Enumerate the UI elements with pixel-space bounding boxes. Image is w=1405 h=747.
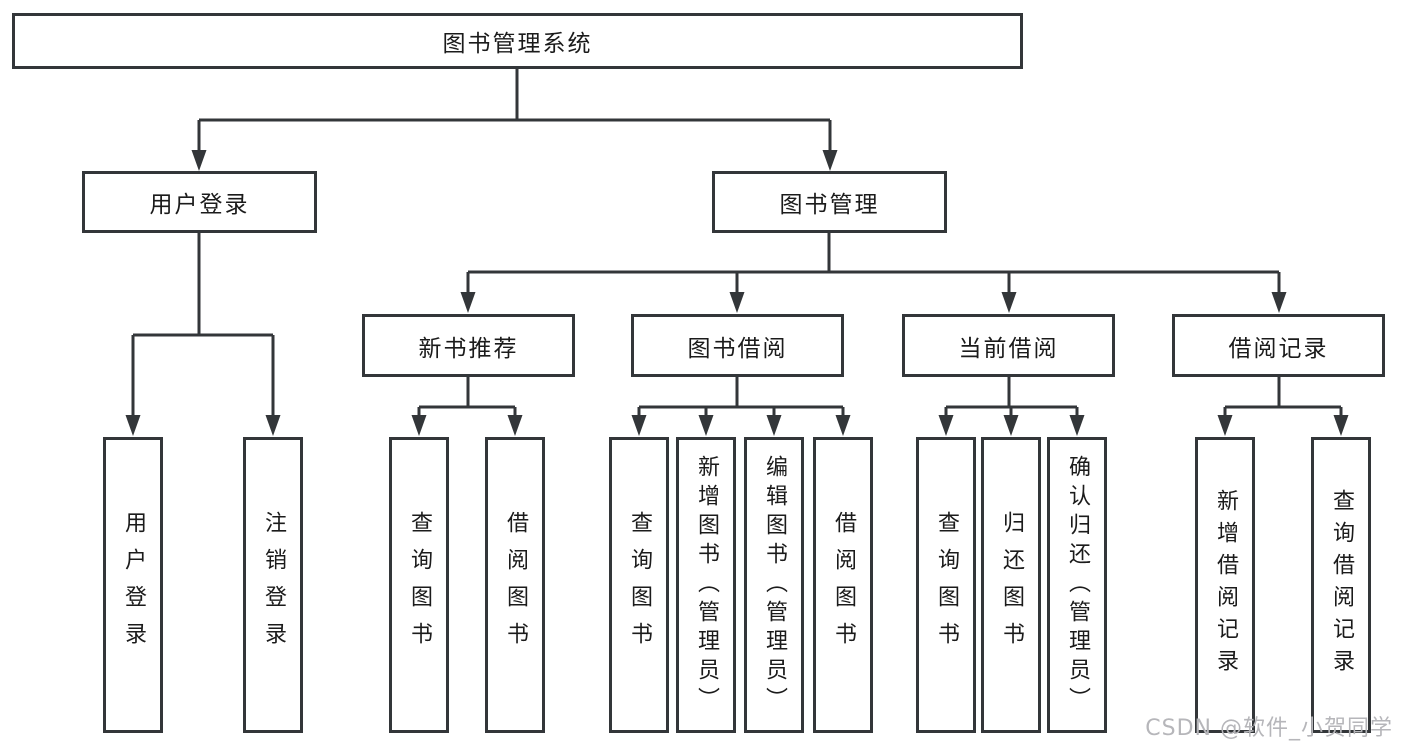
node-label: 图书管理 <box>779 192 880 218</box>
node-label: 新书推荐 <box>418 335 519 362</box>
csdn-watermark: CSDN @软件_小贺同学 <box>1145 716 1393 741</box>
leaf-add-books-admin: 新增图书（管理员） <box>676 437 736 733</box>
node-system-root: 图书管理系统 <box>12 13 1023 69</box>
leaf-query-books-recommend: 查询图书 <box>389 437 449 733</box>
node-label: 图书借阅 <box>687 335 788 362</box>
leaf-label: 新增图书（管理员） <box>694 454 719 716</box>
leaf-add-borrow-record: 新增借阅记录 <box>1195 437 1255 733</box>
leaf-label: 注销登录 <box>261 511 286 659</box>
leaf-edit-books-admin: 编辑图书（管理员） <box>744 437 804 733</box>
leaf-logout: 注销登录 <box>243 437 303 733</box>
leaf-label: 归还图书 <box>999 511 1024 659</box>
leaf-label: 查询图书 <box>934 511 959 659</box>
leaf-label: 查询借阅记录 <box>1329 489 1354 681</box>
leaf-label: 确认归还（管理员） <box>1065 454 1090 716</box>
leaf-confirm-return-admin: 确认归还（管理员） <box>1047 437 1107 733</box>
leaf-return-books: 归还图书 <box>981 437 1041 733</box>
leaf-label: 借阅图书 <box>831 511 856 659</box>
node-label: 借阅记录 <box>1228 335 1329 362</box>
node-book-borrowing: 图书借阅 <box>631 314 844 377</box>
leaf-label: 借阅图书 <box>503 511 528 659</box>
leaf-user-login: 用户登录 <box>103 437 163 733</box>
leaf-query-borrow-record: 查询借阅记录 <box>1311 437 1371 733</box>
node-label: 用户登录 <box>149 192 250 218</box>
leaf-label: 查询图书 <box>627 511 652 659</box>
node-current-borrowing: 当前借阅 <box>902 314 1115 377</box>
node-book-management: 图书管理 <box>712 171 947 233</box>
leaf-label: 查询图书 <box>407 511 432 659</box>
leaf-query-books-current: 查询图书 <box>916 437 976 733</box>
leaf-label: 编辑图书（管理员） <box>762 454 787 716</box>
leaf-label: 用户登录 <box>121 511 146 659</box>
leaf-query-books-borrowing: 查询图书 <box>609 437 669 733</box>
node-label: 图书管理系统 <box>442 31 593 57</box>
node-new-book-recommend: 新书推荐 <box>362 314 575 377</box>
leaf-borrow-books-recommend: 借阅图书 <box>485 437 545 733</box>
node-borrow-records: 借阅记录 <box>1172 314 1385 377</box>
node-label: 当前借阅 <box>958 335 1059 362</box>
node-user-login: 用户登录 <box>82 171 317 233</box>
leaf-borrow-books: 借阅图书 <box>813 437 873 733</box>
leaf-label: 新增借阅记录 <box>1213 489 1238 681</box>
